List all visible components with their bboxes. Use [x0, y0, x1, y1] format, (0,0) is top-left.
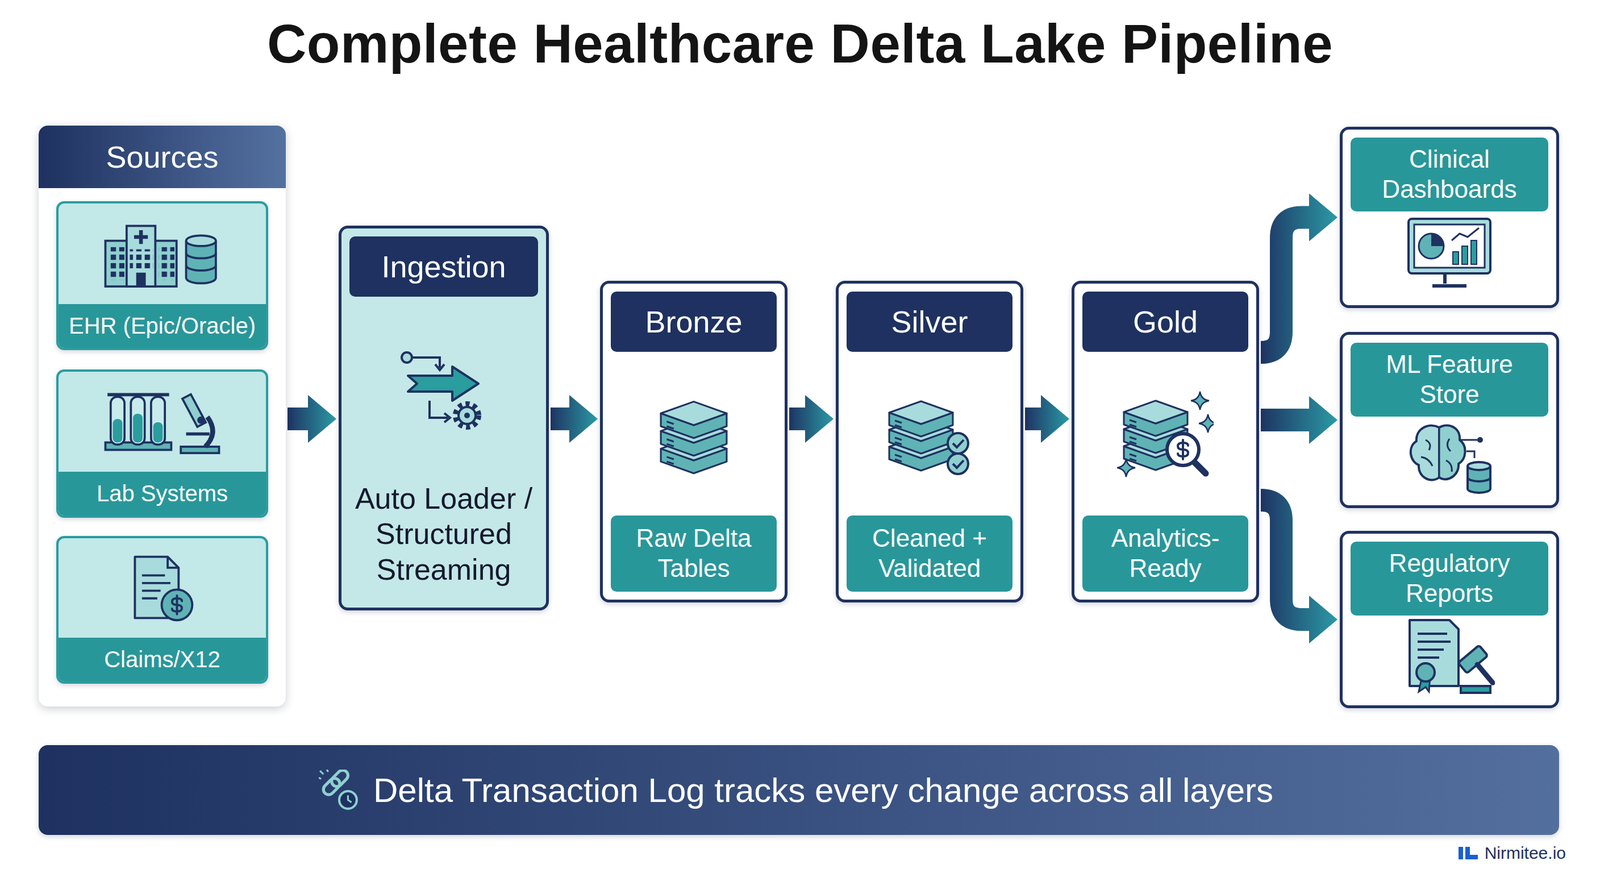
flow-arrow [1260, 193, 1338, 353]
icon-area [610, 351, 777, 516]
arrow-shaft [1260, 408, 1310, 432]
log-band: Delta Transaction Log tracks every chang… [38, 744, 1560, 835]
layer-heading: Gold [1082, 291, 1249, 352]
watermark: Nirmitee.io [1457, 843, 1566, 863]
icon-area [318, 769, 360, 811]
ingestion-box: Ingestion Auto Loader / Structured Strea… [338, 225, 549, 611]
dashboard-icon [1403, 214, 1495, 294]
brain-icon [1403, 417, 1495, 497]
icon-area [58, 538, 266, 638]
source-box: Claims/X12 [56, 535, 269, 684]
arrow-head [1040, 394, 1070, 443]
layer-heading: Ingestion [349, 236, 539, 297]
database-icon [653, 390, 734, 477]
log-icon [318, 769, 360, 811]
output-box: ML Feature Store [1339, 331, 1560, 508]
source-box: EHR (Epic/Oracle) [56, 201, 269, 350]
icon-area [1350, 615, 1549, 698]
flow-arrow [1260, 500, 1338, 644]
claims-icon [126, 552, 198, 624]
flow-arrow [1025, 394, 1070, 443]
arrow-head [307, 394, 337, 443]
output-box: Regulatory Reports [1339, 530, 1560, 708]
hospital-icon [101, 219, 224, 289]
watermark-text: Nirmitee.io [1484, 843, 1566, 863]
arrow-shaft [1260, 217, 1310, 353]
band-text: Delta Transaction Log tracks every chang… [367, 770, 1279, 810]
arrow-shaft [1025, 407, 1041, 431]
layer-heading: Silver [846, 291, 1013, 352]
icon-area [1082, 351, 1249, 516]
icon-area [58, 371, 266, 472]
icon-area [1350, 416, 1549, 498]
source-label: Claims/X12 [58, 637, 266, 682]
arrow-head [1309, 595, 1338, 644]
arrow-head [805, 394, 834, 443]
source-panel: Sources EHR (Epic/Oracle) Lab Systems Cl… [38, 125, 286, 707]
arrow-head [1309, 396, 1338, 444]
layer-heading: Bronze [610, 291, 777, 352]
icon-area [349, 296, 539, 481]
layer-description: Raw Delta Tables [610, 515, 777, 592]
flow-arrow [550, 394, 598, 443]
output-heading: ML Feature Store [1350, 342, 1549, 417]
icon-area [58, 203, 266, 304]
arrow-head [1309, 193, 1338, 242]
output-box: Clinical Dashboards [1339, 126, 1560, 308]
arrow-shaft [550, 407, 570, 431]
source-label: EHR (Epic/Oracle) [58, 303, 266, 348]
source-label: Lab Systems [58, 471, 266, 516]
analytics-database-icon [1117, 388, 1214, 479]
layer-box: Silver Cleaned + Validated [835, 280, 1024, 603]
arrow-head [569, 394, 598, 443]
flow-arrow [287, 394, 337, 443]
layer-description: Auto Loader / Structured Streaming [349, 480, 539, 600]
flow-arrow [789, 394, 834, 443]
arrow-shaft [789, 407, 806, 431]
output-heading: Clinical Dashboards [1350, 137, 1549, 212]
icon-area [846, 351, 1013, 516]
lab-icon [101, 386, 224, 457]
validated-database-icon [884, 390, 975, 477]
panel-heading: Sources [38, 125, 286, 189]
flow-arrow [1260, 396, 1338, 444]
ingestion-icon [395, 346, 493, 432]
layer-description: Cleaned + Validated [846, 515, 1013, 592]
layer-box: Gold Analytics-Ready [1071, 280, 1260, 603]
regulatory-icon [1403, 616, 1495, 697]
diagram-title: Complete Healthcare Delta Lake Pipeline [0, 12, 1600, 75]
output-heading: Regulatory Reports [1350, 541, 1549, 616]
layer-description: Analytics-Ready [1082, 515, 1249, 592]
arrow-shaft [287, 407, 308, 431]
layer-box: Bronze Raw Delta Tables [600, 280, 788, 603]
source-box: Lab Systems [56, 369, 269, 518]
icon-area [1350, 211, 1549, 298]
arrow-shaft [1260, 500, 1310, 620]
logo-mark [1457, 844, 1481, 862]
